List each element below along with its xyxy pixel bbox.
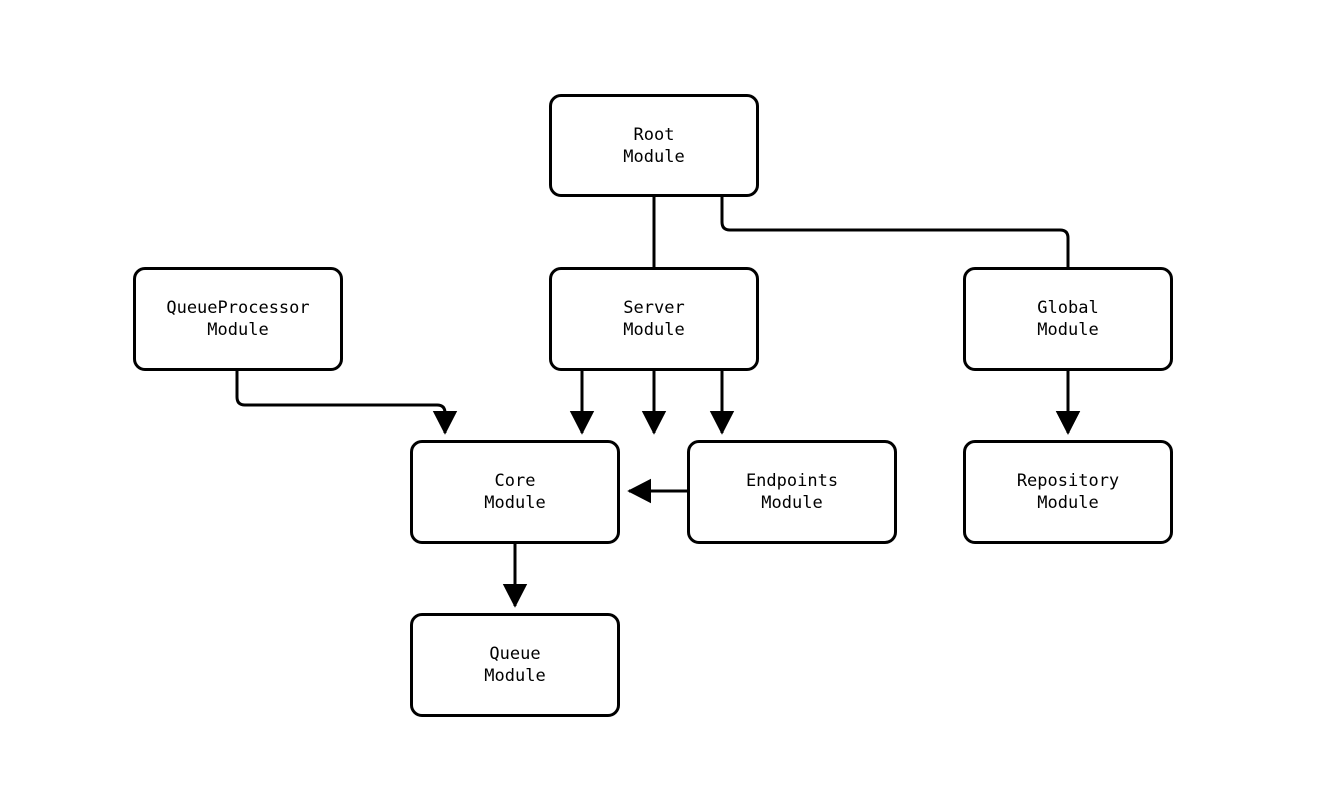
node-server-module-line1: Server xyxy=(623,298,685,318)
node-global-module-line1: Global xyxy=(1037,298,1099,318)
node-repository-module[interactable]: Repository Module xyxy=(963,440,1173,544)
node-core-module-line2: Module xyxy=(484,493,546,513)
node-queue-module[interactable]: Queue Module xyxy=(410,613,620,717)
node-global-module[interactable]: Global Module xyxy=(963,267,1173,371)
node-repository-module-line2: Module xyxy=(1037,493,1099,513)
node-queueprocessor-module-line1: QueueProcessor xyxy=(166,298,310,318)
node-repository-module-line1: Repository xyxy=(1016,471,1120,491)
node-endpoints-module[interactable]: Endpoints Module xyxy=(687,440,897,544)
node-queueprocessor-module-line2: Module xyxy=(207,320,269,340)
node-endpoints-module-line2: Module xyxy=(761,493,823,513)
edge-queueprocessor-to-core xyxy=(235,371,458,435)
node-queue-module-line2: Module xyxy=(484,666,546,686)
node-root-module-line2: Module xyxy=(623,146,685,167)
node-server-module-line2: Module xyxy=(623,320,685,340)
node-core-module-line1: Core xyxy=(494,471,536,491)
node-global-module-line2: Module xyxy=(1037,320,1099,340)
node-endpoints-module-line1: Endpoints xyxy=(745,471,839,491)
node-root-module[interactable]: Root Module xyxy=(549,94,759,197)
node-server-module[interactable]: Server Module xyxy=(549,267,759,371)
node-queueprocessor-module[interactable]: QueueProcessor Module xyxy=(133,267,343,371)
edge-root-to-global xyxy=(720,197,1081,435)
node-queue-module-line1: Queue xyxy=(489,644,541,664)
node-core-module[interactable]: Core Module xyxy=(410,440,620,544)
node-root-module-line1: Root xyxy=(633,124,675,145)
